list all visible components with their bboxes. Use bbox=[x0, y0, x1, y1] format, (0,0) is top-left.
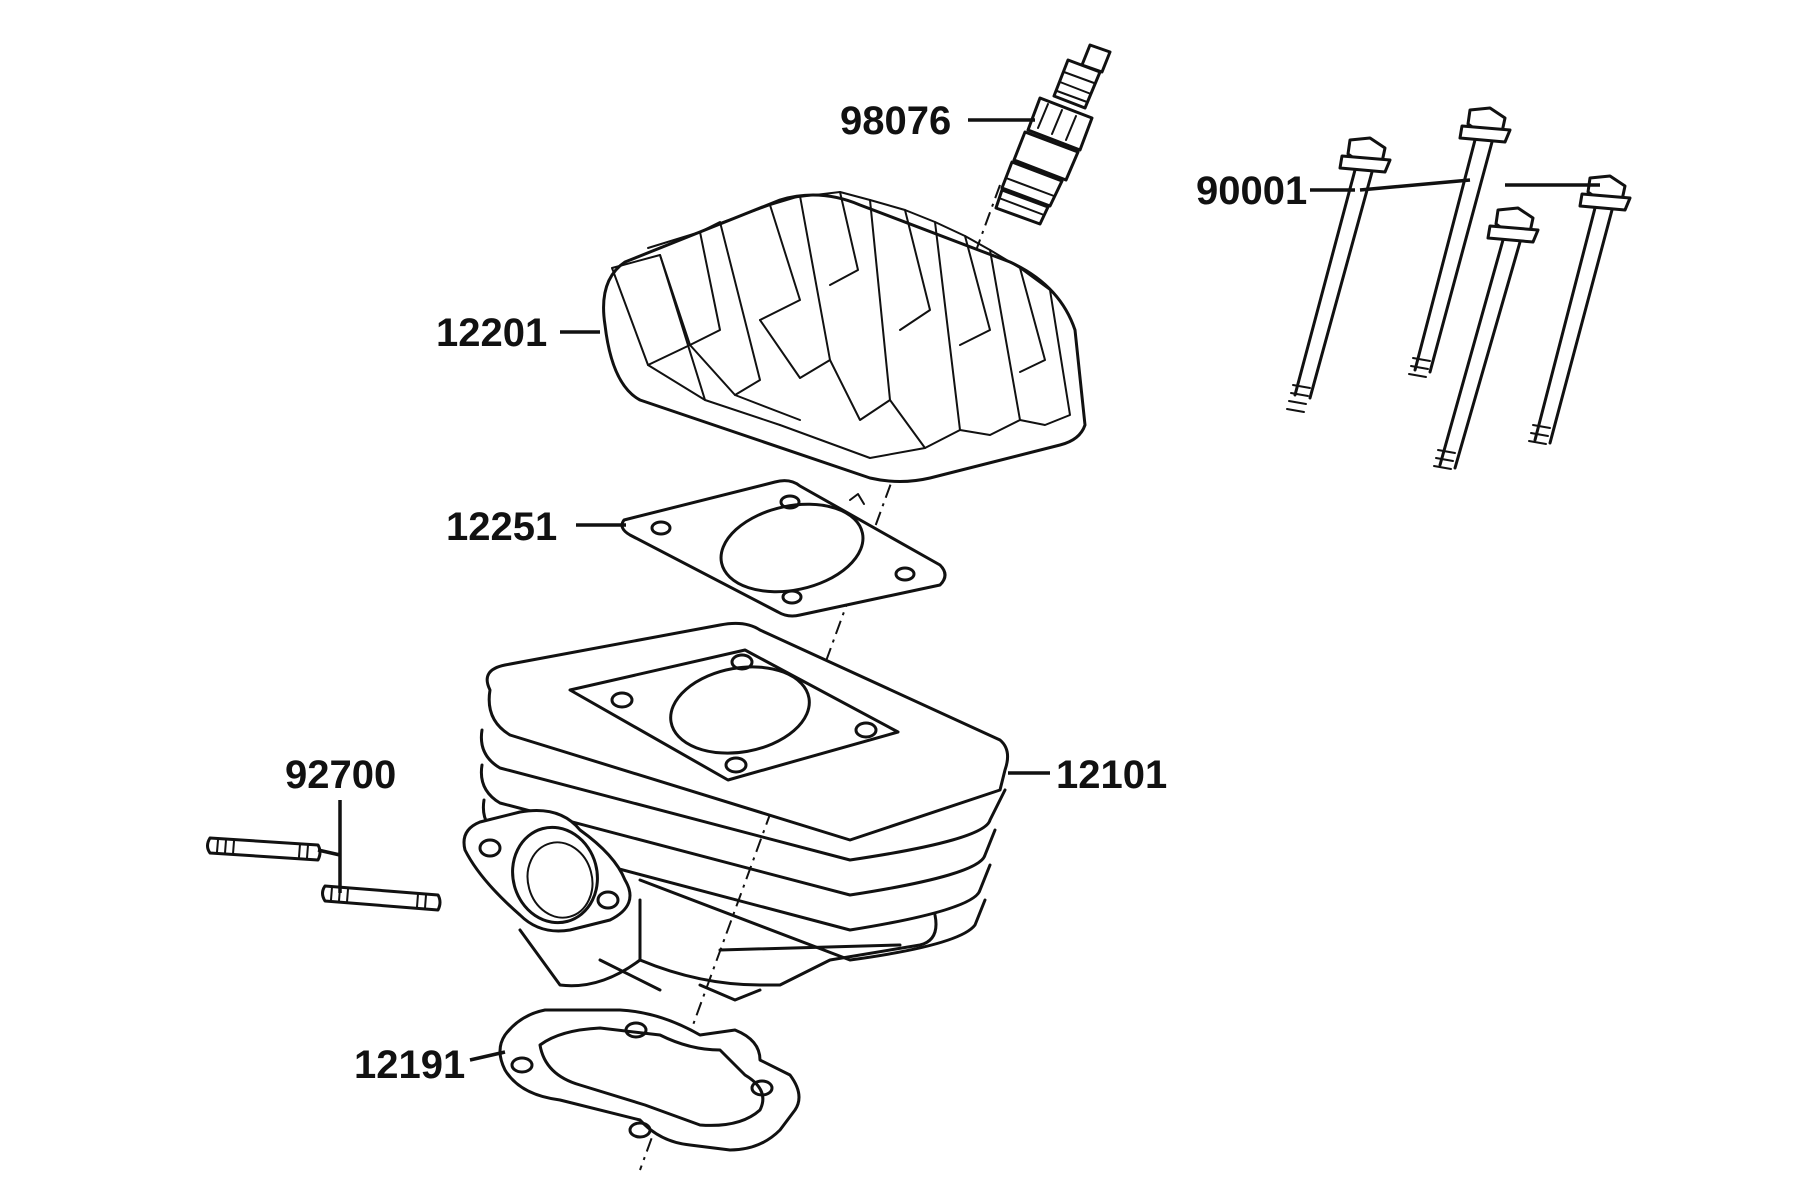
part-labels: 98076 90001 12201 12251 92700 12101 1219… bbox=[285, 99, 1307, 1087]
label-base-gasket: 12191 bbox=[354, 1043, 465, 1087]
label-bolts: 90001 bbox=[1196, 169, 1307, 213]
cylinder-drawing bbox=[462, 621, 1010, 1002]
label-spark-plug: 98076 bbox=[840, 99, 951, 143]
label-head-gasket: 12251 bbox=[446, 505, 557, 549]
base-gasket-drawing bbox=[498, 1008, 801, 1152]
cylinder-head-drawing bbox=[602, 191, 1087, 483]
stud-bolts-drawing bbox=[206, 836, 442, 912]
label-cylinder-head: 12201 bbox=[436, 311, 547, 355]
spark-plug-drawing bbox=[994, 43, 1112, 226]
label-cylinder: 12101 bbox=[1056, 753, 1167, 797]
bolts-drawing bbox=[1286, 106, 1632, 470]
leader-lines bbox=[317, 118, 1600, 1062]
label-stud-bolts: 92700 bbox=[285, 753, 396, 797]
head-gasket-drawing bbox=[620, 479, 947, 618]
